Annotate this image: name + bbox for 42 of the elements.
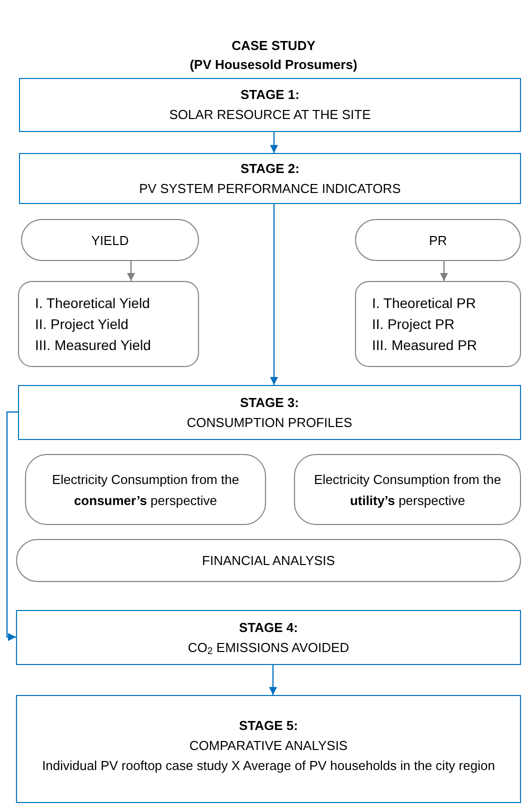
stage-heading: STAGE 3: — [240, 394, 299, 412]
box-text: PR — [428, 232, 448, 250]
list-item: I. Theoretical Yield — [35, 294, 151, 312]
arrow — [6, 411, 18, 641]
stage-text: CONSUMPTION PROFILES — [186, 414, 352, 432]
list-item: III. Measured Yield — [35, 336, 152, 354]
stage-text: Individual PV rooftop case study X Average of PV households in the city region — [42, 757, 495, 775]
indicator-list-box — [355, 281, 521, 367]
list-item: II. Project PR — [372, 314, 456, 334]
stage-heading: STAGE 5: — [239, 717, 298, 735]
rounded-box — [16, 539, 521, 582]
stage-box — [19, 153, 521, 204]
box-text: Electricity Consumption from the consumer’s perspective — [50, 470, 240, 510]
arrow — [127, 261, 135, 281]
stage-text: SOLAR RESOURCE AT THE SITE — [169, 106, 371, 124]
arrow — [270, 132, 278, 153]
box-text: YIELD — [91, 232, 129, 250]
rounded-box — [355, 219, 521, 261]
stage-box — [16, 610, 521, 665]
arrow — [269, 665, 277, 695]
stage-heading: STAGE 2: — [240, 160, 300, 178]
rounded-box — [25, 454, 266, 525]
stage-box — [18, 385, 521, 440]
box-text: FINANCIAL ANALYSIS — [202, 552, 335, 570]
list-item: II. Project Yield — [35, 314, 130, 334]
rounded-box — [294, 454, 521, 525]
box-text: Electricity Consumption from the utility’s perspective — [312, 470, 502, 510]
list-item: III. Measured PR — [372, 336, 478, 354]
stage-box — [16, 695, 521, 803]
stage-text: CO$_{2}$ EMISSIONS AVOIDED — [188, 638, 350, 658]
arrow — [270, 204, 278, 385]
stage-heading: STAGE 1: — [240, 86, 300, 104]
stage-text: PV SYSTEM PERFORMANCE INDICATORS — [139, 180, 401, 198]
diagram-title: CASE STUDY — [232, 37, 316, 55]
subtitle: (PV Housesold Prosumers) — [190, 56, 358, 74]
list-item: I. Theoretical PR — [372, 294, 478, 312]
arrow — [440, 261, 448, 281]
stage-box — [19, 78, 521, 132]
indicator-list-box — [18, 281, 199, 367]
stage-text: COMPARATIVE ANALYSIS — [189, 737, 348, 755]
stage-heading: STAGE 4: — [239, 618, 298, 636]
rounded-box — [21, 219, 199, 261]
